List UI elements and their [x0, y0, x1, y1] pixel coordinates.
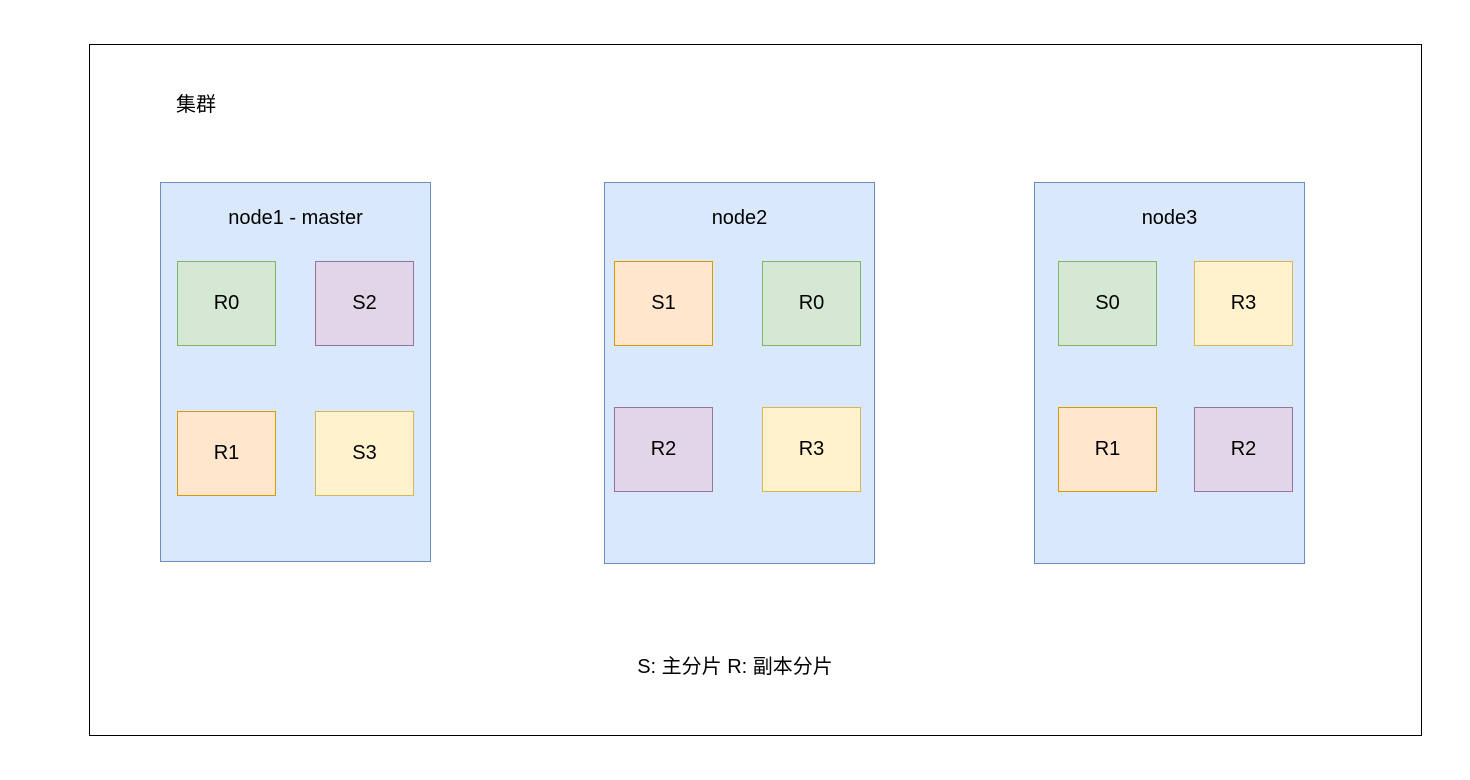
shard-label: R0	[213, 292, 240, 314]
shard-box: R0	[177, 261, 276, 346]
cluster-title: 集群	[176, 94, 216, 116]
shard-box: S3	[315, 411, 414, 496]
node-box-node2: node2 S1 R0 R2 R3	[604, 182, 875, 564]
shard-label: R0	[798, 292, 825, 314]
legend-text: S: 主分片 R: 副本分片	[637, 656, 833, 678]
shard-label: S0	[1095, 292, 1120, 314]
shard-label: S2	[352, 292, 377, 314]
shard-label: S3	[352, 442, 377, 464]
shard-label: R3	[798, 438, 825, 460]
shard-box: S0	[1058, 261, 1157, 346]
shard-box: R1	[177, 411, 276, 496]
shard-box: R3	[762, 407, 861, 492]
node-box-node1: node1 - master R0 S2 R1 S3	[160, 182, 431, 562]
node-title: node3	[1141, 207, 1198, 229]
node-box-node3: node3 S0 R3 R1 R2	[1034, 182, 1305, 564]
shard-label: R1	[1094, 438, 1121, 460]
shard-label: R2	[650, 438, 677, 460]
shard-box: R2	[1194, 407, 1293, 492]
shard-label: R1	[213, 442, 240, 464]
shard-box: S2	[315, 261, 414, 346]
shard-label: R3	[1230, 292, 1257, 314]
shard-label: R2	[1230, 438, 1257, 460]
shard-box: R1	[1058, 407, 1157, 492]
shard-label: S1	[651, 292, 676, 314]
shard-box: R0	[762, 261, 861, 346]
shard-box: S1	[614, 261, 713, 346]
shard-box: R2	[614, 407, 713, 492]
shard-box: R3	[1194, 261, 1293, 346]
node-title: node1 - master	[228, 207, 363, 229]
node-title: node2	[711, 207, 768, 229]
